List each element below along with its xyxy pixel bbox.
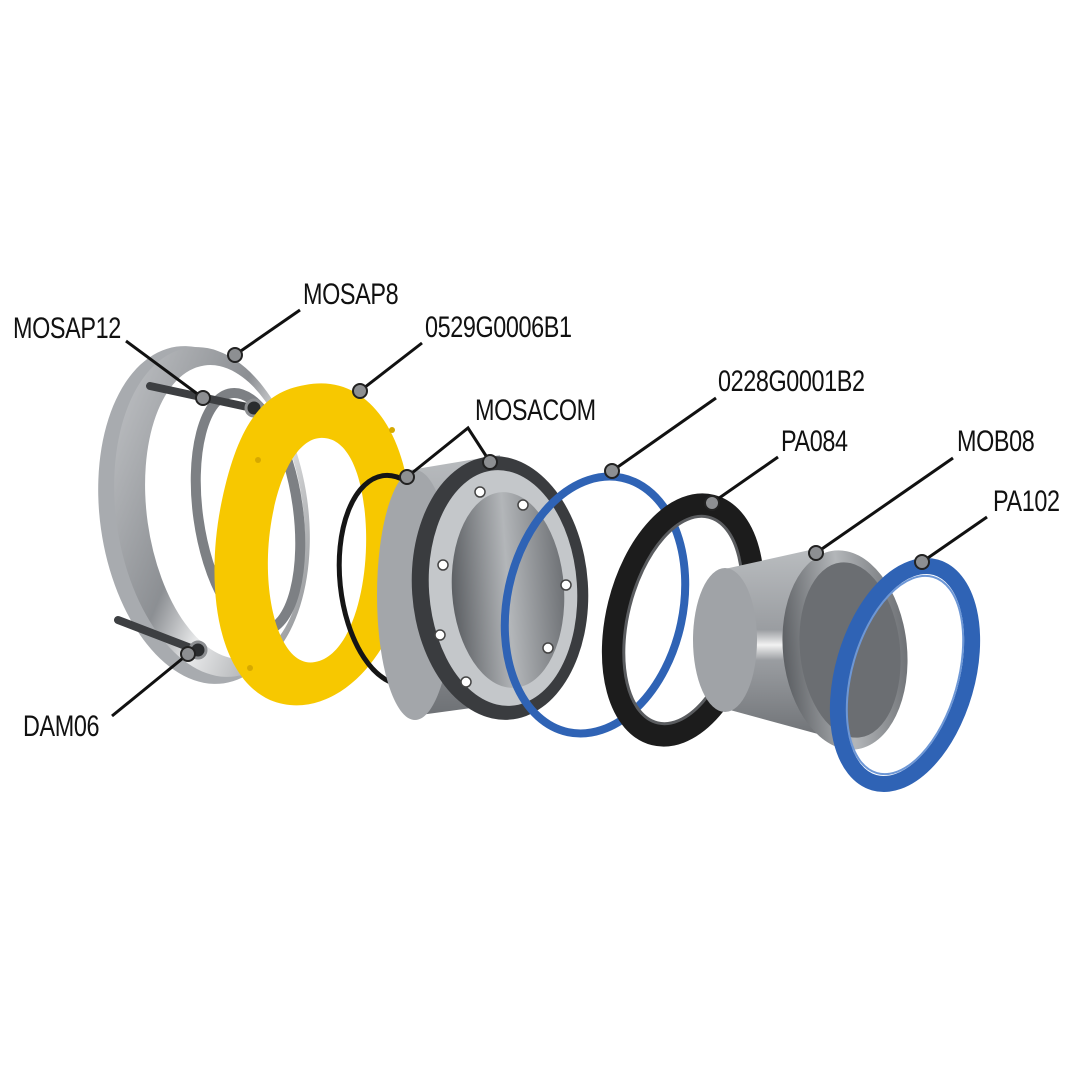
callout-dot-mosacom bbox=[482, 454, 498, 470]
callout-dot-pa084 bbox=[704, 495, 720, 511]
label-dam06: DAM06 bbox=[23, 710, 100, 743]
callout-dot-0228g0001b2 bbox=[604, 463, 620, 479]
callout-dot-mosap12 bbox=[195, 390, 211, 406]
callout-line-0529g0006b1 bbox=[359, 341, 423, 393]
callout-line-mosap8 bbox=[234, 308, 301, 357]
callout-layer bbox=[111, 308, 988, 718]
blue-o-ring bbox=[500, 472, 690, 738]
callout-line-mob08 bbox=[815, 456, 954, 555]
callout-dot-dam06 bbox=[180, 646, 196, 662]
callout-dot-pa102 bbox=[914, 554, 930, 570]
callout-line-mosacom bbox=[406, 425, 492, 479]
callout-line-dam06 bbox=[111, 652, 189, 718]
callout-dot-mosap8 bbox=[227, 347, 243, 363]
label-mosap8: MOSAP8 bbox=[303, 278, 399, 311]
callout-dot-mosacom bbox=[399, 469, 415, 485]
callout-line-pa084 bbox=[711, 455, 779, 505]
label-0529g0006b1: 0529G0006B1 bbox=[425, 311, 572, 344]
callout-line-0228g0001b2 bbox=[611, 396, 717, 473]
callout-line-pa102 bbox=[921, 515, 988, 564]
label-mob08: MOB08 bbox=[957, 425, 1035, 458]
label-pa102: PA102 bbox=[993, 485, 1060, 518]
sleeve bbox=[693, 550, 908, 750]
callout-dot-mob08 bbox=[808, 545, 824, 561]
label-mosacom: MOSACOM bbox=[475, 394, 596, 427]
blue-seal bbox=[829, 557, 981, 793]
callout-dot-0529g0006b1 bbox=[352, 383, 368, 399]
yellow-plate bbox=[214, 383, 412, 706]
label-0228g0001b2: 0228G0001B2 bbox=[718, 365, 865, 398]
label-mosap12: MOSAP12 bbox=[13, 312, 121, 345]
callout-line-mosap12 bbox=[125, 339, 204, 400]
label-pa084: PA084 bbox=[781, 425, 848, 458]
